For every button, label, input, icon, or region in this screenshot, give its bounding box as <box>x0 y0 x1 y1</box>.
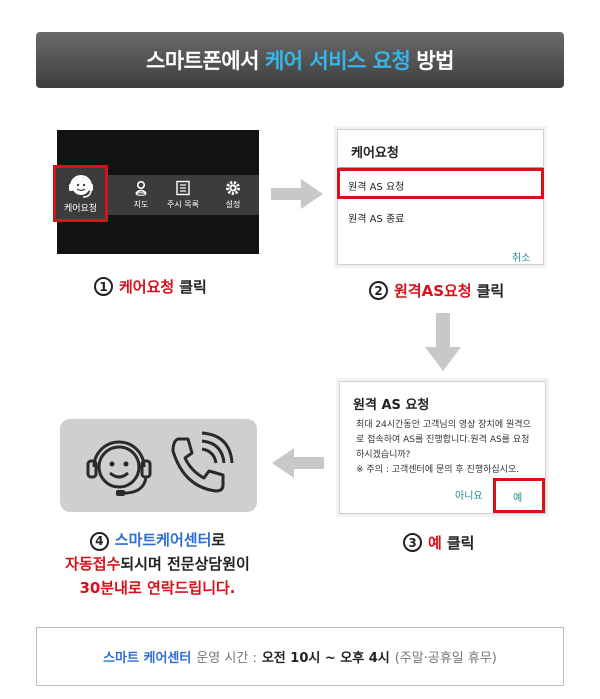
step4-line1-highlight: 스마트케어센터 <box>114 531 212 549</box>
holiday-note: (주말·공휴일 휴무) <box>394 651 497 666</box>
headset-face-icon <box>68 175 93 198</box>
step4-line1: 4 스마트케어센터로 <box>40 528 275 552</box>
title-highlight: 케어 서비스 요청 <box>264 49 411 73</box>
menu-item-map[interactable]: 지도 <box>117 175 165 215</box>
step2-caption: 2 원격AS요청 클릭 <box>369 280 504 301</box>
map-pin-person-icon <box>135 180 147 196</box>
step3-number: 3 <box>403 533 422 552</box>
menu-item-care-request[interactable]: 케어요청 <box>53 165 108 222</box>
step3-caption: 3 예 클릭 <box>403 532 474 553</box>
no-button[interactable]: 아니요 <box>455 491 483 502</box>
step4-line3: 30분내로 연락드립니다. <box>79 579 236 597</box>
step4-line2: 자동접수되시며 전문상담원이 <box>40 552 275 576</box>
step2-number: 2 <box>369 281 388 300</box>
option-remote-as-request[interactable]: 원격 AS 요청 <box>348 182 405 193</box>
dialog-notice-text: ※ 주의 : 고객센터에 문의 후 진행하십시오. <box>356 465 520 475</box>
care-center-icons <box>60 419 257 512</box>
dialog-message: 최대 24시간동안 고객님의 영상 장치에 원격으로 접속하여 AS를 진행합니… <box>356 418 536 478</box>
step4-line2-highlight: 자동접수 <box>65 555 121 573</box>
dialog-title: 원격 AS 요청 <box>353 398 430 413</box>
menu-item-watch-list[interactable]: 주시 목록 <box>157 175 209 215</box>
step1-suffix: 클릭 <box>179 278 207 296</box>
menu-item-map-label: 지도 <box>133 200 149 209</box>
title-suffix: 방법 <box>416 49 454 73</box>
step4-line1-suffix: 로 <box>211 531 226 549</box>
dialog-message-text: 최대 24시간동안 고객님의 영상 장치에 원격으로 접속하여 AS를 진행합니… <box>356 420 531 460</box>
option-remote-as-end[interactable]: 원격 AS 종료 <box>348 214 405 225</box>
dialog-title: 케어요청 <box>351 146 399 161</box>
yes-button-highlight[interactable]: 예 <box>493 478 545 513</box>
step3-highlight: 예 <box>428 534 442 552</box>
list-icon <box>176 180 190 196</box>
page-title: 스마트폰에서 케어 서비스 요청 방법 <box>36 32 564 88</box>
menu-item-settings-label: 설정 <box>225 200 241 209</box>
step3-suffix: 클릭 <box>446 534 475 552</box>
hours-value: 오전 10시 ~ 오후 4시 <box>261 651 390 666</box>
menu-item-settings[interactable]: 설정 <box>209 175 257 215</box>
step1-number: 1 <box>94 277 113 296</box>
arrow-down-icon <box>425 313 461 371</box>
option-remote-as-request-highlight[interactable]: 원격 AS 요청 <box>337 168 544 199</box>
step4-line2-suffix: 되시며 전문상담원이 <box>120 555 250 573</box>
step1-highlight: 케어요청 <box>119 278 175 296</box>
title-prefix: 스마트폰에서 <box>146 49 259 73</box>
step4-caption: 4 스마트케어센터로 자동접수되시며 전문상담원이 30분내로 연락드립니다. <box>40 528 275 600</box>
remote-as-request-dialog: 원격 AS 요청 아니요 <box>339 381 546 514</box>
step2-suffix: 클릭 <box>476 282 505 300</box>
gear-icon <box>226 181 240 195</box>
step1-caption: 1 케어요청 클릭 <box>94 276 207 297</box>
cancel-button[interactable]: 취소 <box>512 253 531 264</box>
step2-highlight: 원격AS요청 <box>394 282 472 300</box>
yes-button[interactable]: 예 <box>513 493 523 504</box>
menu-item-care-request-label: 케어요청 <box>63 204 98 214</box>
operator-headset-icon <box>86 440 152 496</box>
arrow-right-icon <box>271 179 323 209</box>
menu-item-watch-list-label: 주시 목록 <box>167 200 199 209</box>
operating-hours-box: 스마트 케어센터 운영 시간 : 오전 10시 ~ 오후 4시 (주말·공휴일 … <box>36 627 564 686</box>
hours-label: 운영 시간 : <box>196 651 257 666</box>
step4-number: 4 <box>89 531 109 551</box>
arrow-left-icon <box>272 448 324 478</box>
phone-ringing-icon <box>171 431 234 493</box>
center-name: 스마트 케어센터 <box>103 651 192 666</box>
